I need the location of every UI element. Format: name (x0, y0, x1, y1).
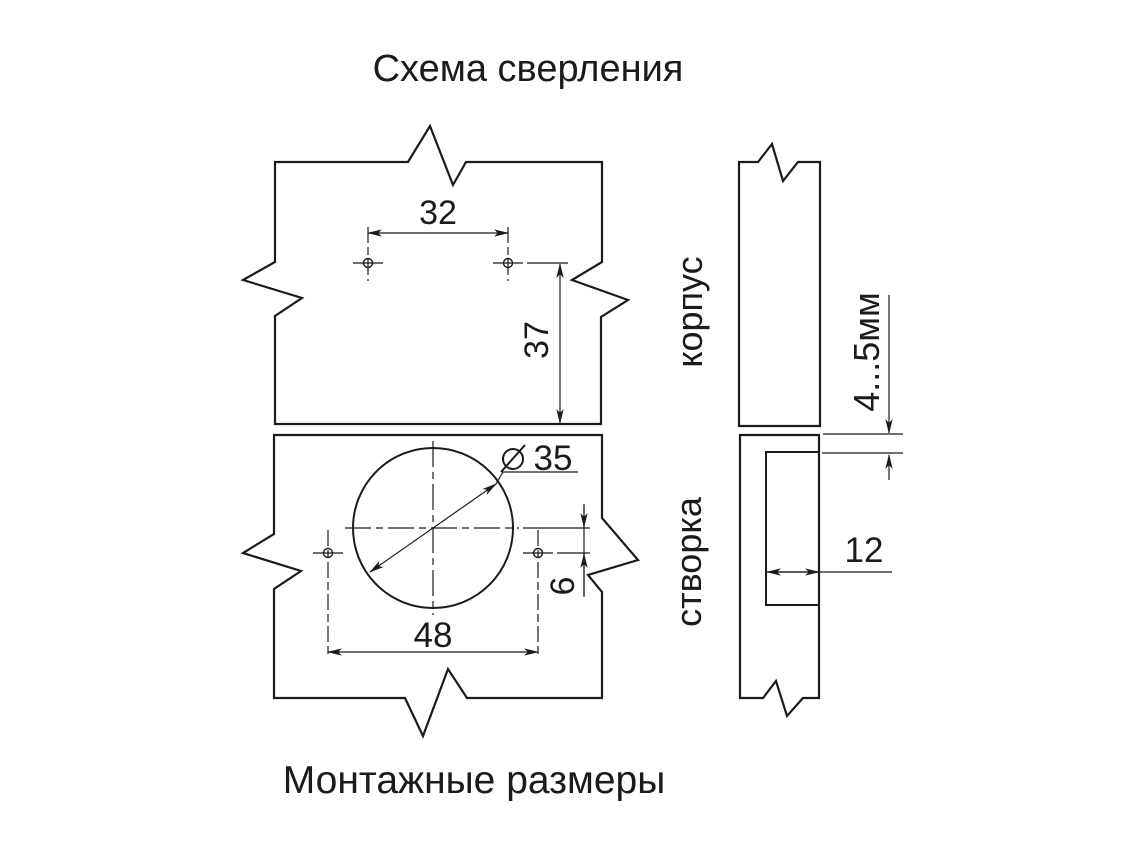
dimension-hole-to-edge-37: 37 (518, 262, 568, 425)
page-caption: Монтажные размеры (283, 759, 666, 802)
dimension-value-6: 6 (544, 577, 582, 596)
dimension-value-32: 32 (419, 194, 457, 232)
body-panel-front-view: 32 37 (240, 123, 631, 426)
dimension-overlay-gap: 4...5мм (822, 292, 903, 480)
door-panel-front-view: 35 6 48 (240, 433, 640, 739)
body-board-outline (737, 141, 822, 428)
door-side-view: створка 4...5мм 12 (668, 292, 903, 719)
dimension-value-gap: 4...5мм (846, 292, 887, 412)
body-label: корпус (669, 256, 710, 367)
cup-recess-outline (765, 451, 819, 606)
dimension-hole-spacing-32: 32 (366, 194, 510, 237)
dimension-value-12: 12 (845, 531, 884, 570)
dimension-value-37: 37 (518, 321, 556, 359)
door-board-outline (738, 433, 821, 719)
dimension-value-35: 35 (534, 439, 573, 478)
door-label: створка (668, 496, 709, 627)
dimension-value-48: 48 (414, 616, 453, 655)
dimension-cup-depth-12: 12 (765, 531, 892, 576)
body-side-view: корпус (669, 141, 822, 428)
diameter-symbol-icon (500, 444, 526, 473)
dimension-cup-diameter-35: 35 (369, 439, 578, 573)
door-panel-outline (240, 433, 640, 739)
page-title: Схема сверления (373, 48, 684, 90)
body-panel-outline (240, 123, 631, 426)
dimension-hole-spacing-48: 48 (326, 616, 540, 656)
dimension-cup-offset-6: 6 (523, 504, 590, 597)
